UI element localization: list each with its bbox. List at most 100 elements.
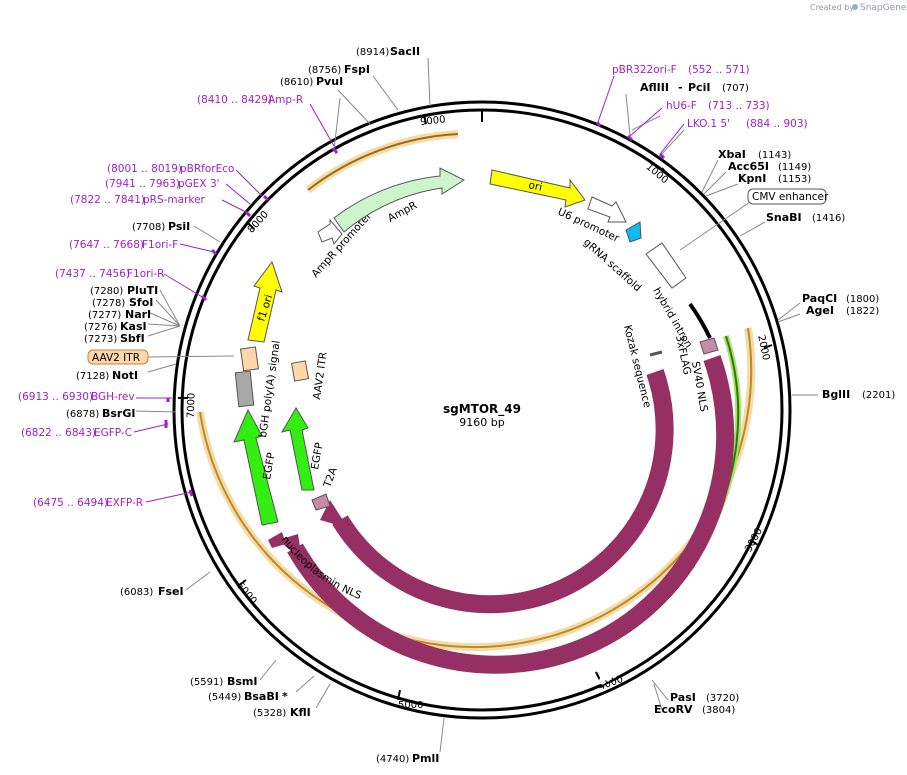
enzyme-snaBI[interactable]: SnaBI (1416): [766, 211, 845, 224]
aav2-itr-outer-feature: [239, 346, 260, 372]
fspI-name: FspI: [344, 63, 370, 76]
bsrGI-pos: (6878): [66, 409, 99, 420]
sacII-pos: (8914): [356, 47, 389, 58]
tick-label-6000: 6000: [234, 580, 259, 607]
egfp-outer-label: EGFP: [261, 452, 278, 481]
enzyme-fspI[interactable]: (8756) FspI: [308, 63, 370, 76]
bgh-rev-name: BGH-rev: [91, 391, 135, 403]
hybrid-intron-label: hybrid intron: [650, 286, 694, 351]
pasI-name: PasI: [670, 691, 696, 704]
enzyme-bsaBI[interactable]: (5449) BsaBI *: [208, 690, 288, 703]
enzyme-ecoRV[interactable]: EcoRV (3804): [654, 703, 735, 716]
kflI-name: KflI: [290, 706, 311, 719]
enzyme-aflIII-pciI[interactable]: AflIII - PciI (707): [640, 81, 749, 94]
enzyme-fseI[interactable]: (6083) FseI: [120, 585, 184, 598]
pluTI-pos: (7280): [90, 286, 123, 297]
pbrforeco-name: pBRforEco: [180, 163, 234, 175]
primer-prs-marker[interactable]: (7822 .. 7841) pRS-marker: [70, 194, 206, 206]
enzyme-pvuI[interactable]: (8610) PvuI: [280, 75, 343, 88]
tick-label-7000: 7000: [186, 393, 198, 419]
enzyme-pasI[interactable]: PasI (3720): [670, 691, 739, 704]
cmv-enhancer-label: CMV enhancer: [752, 191, 829, 203]
tick-4000: [595, 671, 601, 681]
enzyme-psiI[interactable]: (7708) PsiI: [132, 220, 190, 233]
egfp-inner-feature: [280, 407, 315, 491]
enzyme-bglII[interactable]: BglII (2201): [792, 388, 895, 401]
aflIII-name: AflIII: [640, 81, 669, 94]
kozak-feature: [649, 350, 663, 357]
enzyme-sbfI[interactable]: (7273) SbfI: [84, 332, 145, 345]
enzyme-pluTI[interactable]: (7280) PluTI: [90, 284, 158, 297]
enzyme-notI[interactable]: (7128) NotI: [76, 369, 138, 382]
ampr-feature: [333, 167, 466, 233]
primer-f1ori-f[interactable]: (7647 .. 7668) F1ori-F: [69, 239, 178, 251]
tick-label-5000: 5000: [398, 700, 423, 711]
snaBI-name: SnaBI: [766, 211, 802, 224]
primer-exfp-r[interactable]: (6475 .. 6494) EXFP-R: [33, 497, 143, 509]
ageI-pos: (1822): [846, 306, 879, 317]
psiI-pos: (7708): [132, 222, 165, 233]
kflI-pos: (5328): [253, 708, 286, 719]
primer-pbr322ori-f[interactable]: pBR322ori-F (552 .. 571): [612, 64, 750, 76]
egfp-outer-feature: [233, 408, 279, 526]
enzyme-acc65I[interactable]: Acc65I (1149): [728, 160, 811, 173]
prs-marker-name: pRS-marker: [143, 194, 206, 206]
bgh-rev-range: (6913 .. 6930): [18, 391, 93, 403]
aav2-itr-box[interactable]: AAV2 ITR: [87, 349, 149, 365]
amp-r-range: (8410 .. 8429): [197, 94, 272, 106]
exfp-r-name: EXFP-R: [106, 497, 143, 509]
cmv-enhancer-box[interactable]: CMV enhancer: [747, 188, 829, 205]
enzyme-sacII[interactable]: (8914) SacII: [356, 45, 420, 58]
grna-scaffold-label: gRNA scaffold: [581, 236, 643, 294]
primer-egfp-c[interactable]: (6822 .. 6843) EGFP-C: [21, 427, 132, 439]
enzyme-xbaI[interactable]: XbaI (1143): [718, 148, 791, 161]
ageI-name: AgeI: [806, 304, 834, 317]
primer-ticks: [164, 121, 666, 497]
ori-feature: [489, 169, 586, 208]
backbone-outer-ring: [172, 100, 792, 720]
enzyme-bsrGI[interactable]: (6878) BsrGI: [66, 407, 135, 420]
sbfI-pos: (7273): [84, 334, 117, 345]
narI-pos: (7277): [88, 310, 121, 321]
pbr322ori-f-range: (552 .. 571): [688, 64, 750, 76]
primer-pgex3[interactable]: (7941 .. 7963) pGEX 3': [105, 178, 220, 190]
primer-lko15[interactable]: LKO.1 5' (884 .. 903): [687, 118, 808, 130]
tick-2000: [763, 344, 773, 349]
enzyme-kasI[interactable]: (7276) KasI: [84, 320, 147, 333]
pgex3-range: (7941 .. 7963): [105, 178, 180, 190]
leader-lines: [135, 57, 801, 753]
acc65I-name: Acc65I: [728, 160, 769, 173]
enzyme-narI[interactable]: (7277) NarI: [88, 308, 151, 321]
primer-hu6-f[interactable]: hU6-F (713 .. 733): [666, 100, 770, 112]
primer-bgh-rev[interactable]: (6913 .. 6930) BGH-rev: [18, 391, 135, 403]
egfp-inner-label: EGFP: [309, 442, 326, 471]
aflIII-sep: -: [678, 81, 683, 94]
plasmid-name: sgMTOR_49: [443, 402, 521, 417]
enzyme-kflI[interactable]: (5328) KflI: [253, 706, 311, 719]
enzyme-pmlI[interactable]: (4740) PmlI: [376, 752, 439, 765]
enzyme-kpnI[interactable]: KpnI (1153): [738, 172, 811, 185]
fspI-pos: (8756): [308, 65, 341, 76]
primer-amp-r[interactable]: (8410 .. 8429) Amp-R: [197, 94, 303, 106]
enzyme-sfoI[interactable]: (7278) SfoI: [92, 296, 153, 309]
ampr-promoter-feature: [317, 218, 343, 246]
f1ori-r-name: F1ori-R: [127, 268, 164, 280]
tick-8000: [247, 222, 255, 230]
enzyme-ageI[interactable]: AgeI (1822): [806, 304, 879, 317]
bglII-pos: (2201): [862, 390, 895, 401]
acc65I-pos: (1149): [778, 162, 811, 173]
kasI-pos: (7276): [84, 322, 117, 333]
tick-1000: [661, 167, 669, 176]
notI-name: NotI: [112, 369, 138, 382]
brand-text: SnapGene: [860, 3, 907, 13]
primer-f1ori-r[interactable]: (7437 .. 7456) F1ori-R: [55, 268, 164, 280]
lko15-range: (884 .. 903): [746, 118, 808, 130]
ecoRV-name: EcoRV: [654, 703, 693, 716]
kpnI-name: KpnI: [738, 172, 766, 185]
enzyme-bsmI[interactable]: (5591) BsmI: [190, 675, 258, 688]
primer-pbrforeco[interactable]: (8001 .. 8019) pBRforEco: [107, 163, 234, 175]
cas9-inner-feature: [332, 369, 674, 614]
enzyme-paqCI[interactable]: PaqCI (1800): [802, 292, 879, 305]
pciI-name: PciI: [688, 81, 710, 94]
